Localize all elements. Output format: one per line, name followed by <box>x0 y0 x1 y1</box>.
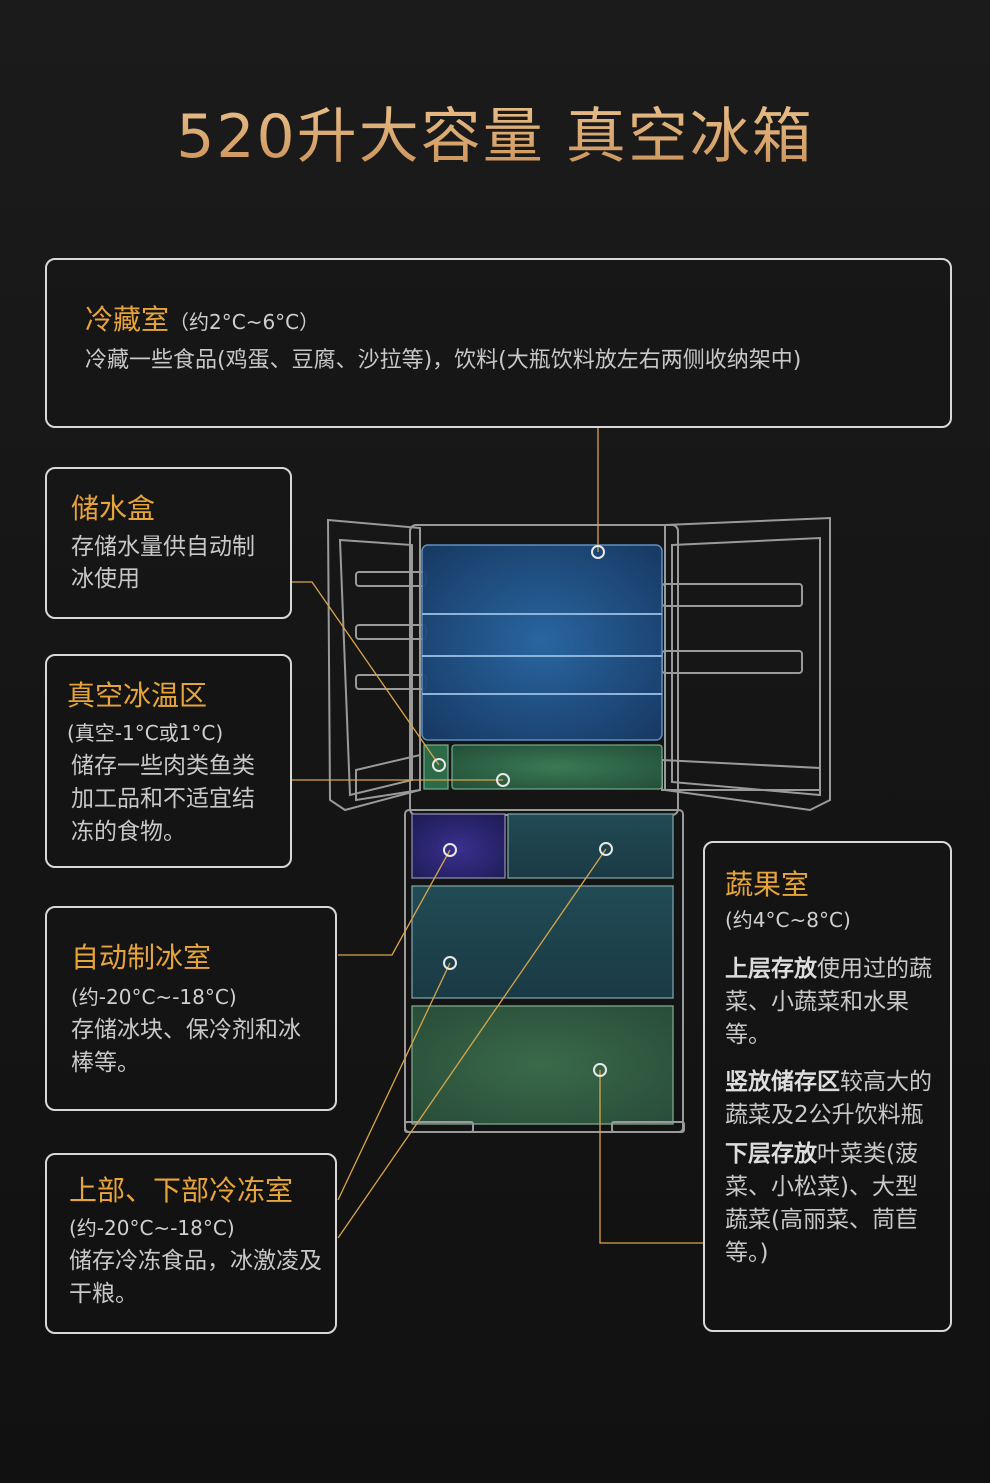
veg-vertical-label: 竖放储存区 <box>725 1069 840 1095</box>
vacuum-zone-fill <box>451 744 663 790</box>
veg-upper-desc: 使用过的蔬菜、小蔬菜和水果等。 <box>725 956 932 1048</box>
leader-ice-maker <box>338 849 451 956</box>
fridge-zone-desc: 冷藏一些食品(鸡蛋、豆腐、沙拉等)，饮料(大瓶饮料放左右两侧收纳架中) <box>85 348 802 373</box>
water-box-title: 储水盒 <box>71 492 156 525</box>
freezer-zone-desc: 储存冷冻食品，冰激凌及干粮。 <box>69 1248 322 1307</box>
leader-freezer-upper <box>337 848 607 1239</box>
vacuum-marker-icon <box>496 773 510 787</box>
ice-maker-box: 自动制冰室 (约-20°C~-18°C) 存储冰块、保冷剂和冰棒等。 <box>45 906 337 1111</box>
veg-zone-box: 蔬果室 (约4°C~8°C) 上层存放使用过的蔬菜、小蔬菜和水果等。 竖放储存区… <box>703 841 952 1332</box>
water-box-marker-icon <box>432 758 446 772</box>
fridge-zone-box: 冷藏室（约2°C~6°C） 冷藏一些食品(鸡蛋、豆腐、沙拉等)，饮料(大瓶饮料放… <box>45 258 952 428</box>
ice-maker-fill <box>411 813 506 879</box>
page-title: 520升大容量 真空冰箱 <box>0 88 990 175</box>
leader-veg <box>599 1070 703 1244</box>
veg-lower-label: 下层存放 <box>725 1141 817 1167</box>
leader-water-box <box>292 581 440 766</box>
left-door <box>326 518 427 812</box>
veg-upper-block: 上层存放使用过的蔬菜、小蔬菜和水果等。 <box>725 953 938 1052</box>
vacuum-zone-temp: (真空-1°C或1°C) <box>67 721 224 745</box>
vacuum-zone-desc: 储存一些肉类鱼类加工品和不适宜结冻的食物。 <box>71 753 255 845</box>
fridge-zone-title: 冷藏室 <box>85 303 170 336</box>
ice-maker-desc: 存储冰块、保冷剂和冰棒等。 <box>71 1017 301 1076</box>
veg-vertical-desc: 较高大的蔬菜及2公升饮料瓶 <box>725 1069 932 1128</box>
veg-zone-fill <box>411 1005 674 1125</box>
upper-freezer-marker-icon <box>599 842 613 856</box>
veg-marker-icon <box>593 1063 607 1077</box>
water-box-desc: 存储水量供自动制冰使用 <box>71 534 255 592</box>
ice-maker-title: 自动制冰室 <box>71 941 212 974</box>
ice-maker-temp: (约-20°C~-18°C) <box>71 985 237 1009</box>
veg-upper-label: 上层存放 <box>725 956 817 982</box>
freezer-zone-title: 上部、下部冷冻室 <box>69 1174 294 1207</box>
veg-lower-block: 下层存放叶菜类(菠菜、小松菜)、大型蔬菜(高丽菜、茼苣等。) <box>725 1138 938 1270</box>
veg-zone-title: 蔬果室 <box>725 868 810 901</box>
veg-vertical-block: 竖放储存区较高大的蔬菜及2公升饮料瓶 <box>725 1066 938 1132</box>
leader-freezer-lower <box>337 962 451 1201</box>
right-door <box>661 516 831 812</box>
vacuum-zone-title: 真空冰温区 <box>67 679 208 712</box>
fridge-zone-fill <box>421 544 663 741</box>
fridge-marker-icon <box>591 545 605 559</box>
freezer-zone-temp: (约-20°C~-18°C) <box>69 1216 235 1240</box>
veg-lower-desc: 叶菜类(菠菜、小松菜)、大型蔬菜(高丽菜、茼苣等。) <box>725 1141 918 1266</box>
veg-zone-temp: (约4°C~8°C) <box>725 908 851 932</box>
lower-freezer-marker-icon <box>443 956 457 970</box>
ice-maker-marker-icon <box>443 843 457 857</box>
freezer-zone-box: 上部、下部冷冻室 (约-20°C~-18°C) 储存冷冻食品，冰激凌及干粮。 <box>45 1153 337 1334</box>
water-box-box: 储水盒 存储水量供自动制冰使用 <box>45 467 292 619</box>
lower-cabinet <box>404 809 684 1133</box>
fridge-zone-temp: （约2°C~6°C） <box>169 310 320 334</box>
vacuum-zone-box: 真空冰温区 (真空-1°C或1°C) 储存一些肉类鱼类加工品和不适宜结冻的食物。 <box>45 654 292 868</box>
